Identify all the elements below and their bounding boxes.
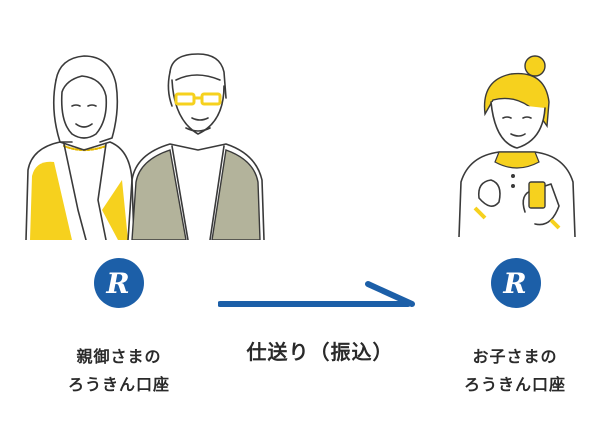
svg-text:R: R [502, 267, 526, 300]
glasses-icon [174, 92, 222, 106]
sender-account-label: 親御さまの ろうきん口座 [48, 343, 190, 399]
parents-illustration [25, 53, 265, 240]
father-jacket [131, 149, 187, 240]
child-yellow-collar [494, 151, 540, 169]
svg-text:R: R [105, 267, 129, 300]
rokin-r-logo-icon: R [491, 258, 541, 308]
arrow-right-icon [218, 281, 415, 307]
mother-yellow-top [30, 161, 72, 240]
sender-label-line2: ろうきん口座 [67, 375, 170, 394]
recipient-label-line1: お子さまの [472, 347, 558, 366]
rokin-r-logo-icon: R [94, 258, 144, 308]
sender-label-line1: 親御さまの [76, 347, 162, 366]
transfer-label: 仕送り（振込） [246, 340, 394, 364]
recipient-account-label: お子さまの ろうきん口座 [444, 343, 586, 399]
child-illustration [458, 55, 576, 237]
smartphone-icon [528, 181, 546, 209]
recipient-label-line2: ろうきん口座 [463, 375, 566, 394]
